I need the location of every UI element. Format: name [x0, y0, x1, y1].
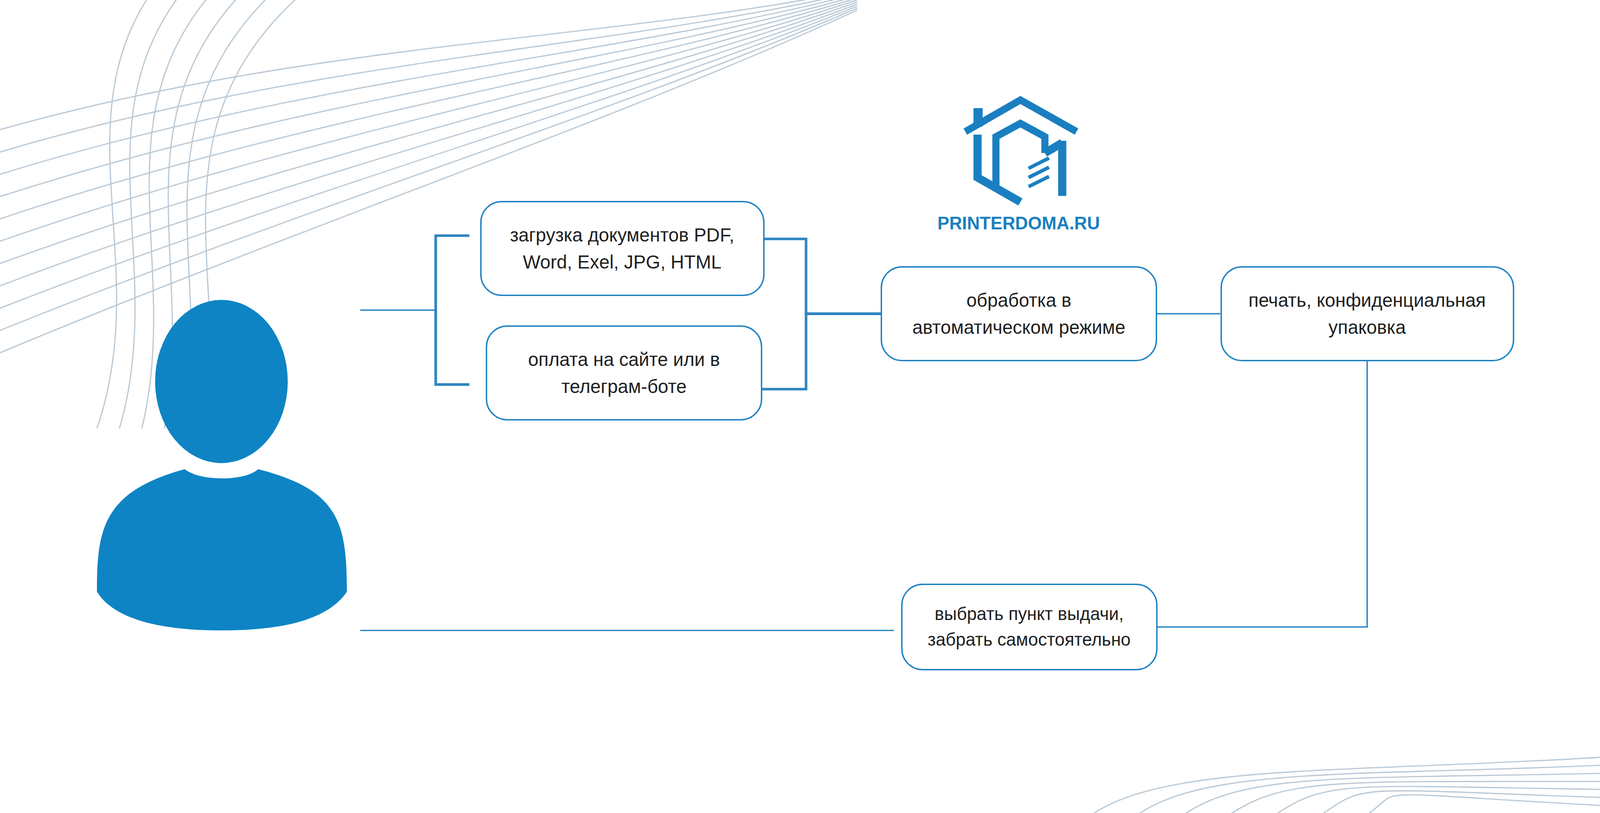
box-text: загрузка документов PDF, Word, Exel, JPG…: [496, 221, 749, 276]
person-icon: [96, 299, 347, 631]
left-bracket: [435, 235, 470, 385]
decor-curve: [1089, 757, 1600, 813]
box-text: выбрать пункт выдачи, забрать самостояте…: [917, 601, 1142, 653]
process-box: печать, конфиденциальная упаковка: [1220, 266, 1515, 362]
decor-curve: [0, 10, 858, 358]
process-box: оплата на сайте или в телеграм-боте: [485, 325, 763, 421]
decor-curve: [1227, 781, 1600, 813]
logo-icon: [965, 99, 1077, 202]
connector: [762, 313, 881, 390]
connector: [1157, 361, 1368, 628]
decor-curve: [1135, 765, 1600, 813]
brand-label: PRINTERDOMA.RU: [937, 213, 1100, 234]
decor-curve: [0, 0, 858, 200]
decor-curve: [1181, 773, 1600, 813]
process-box: выбрать пункт выдачи, забрать самостояте…: [901, 583, 1158, 671]
decor-curve: [1273, 786, 1600, 813]
decor-curve: [1319, 790, 1600, 813]
person-wire-bottom: [360, 629, 895, 632]
box-text: обработка в автоматическом режиме: [902, 286, 1136, 341]
decor-curve: [0, 6, 858, 312]
person-body: [96, 469, 347, 631]
connector: [1157, 313, 1221, 315]
connector: [764, 239, 882, 314]
decor-curve: [0, 8, 858, 335]
box-text: оплата на сайте или в телеграм-боте: [521, 345, 727, 400]
box-text: печать, конфиденциальная упаковка: [1236, 286, 1498, 341]
logo-stripes: [1028, 158, 1049, 187]
logo-inner-p: [995, 123, 1045, 190]
decor-curve: [1365, 794, 1600, 813]
decor-curve: [96, 0, 153, 429]
person-head: [155, 299, 289, 463]
process-box: обработка в автоматическом режиме: [880, 266, 1158, 362]
process-box: загрузка документов PDF, Word, Exel, JPG…: [480, 200, 765, 297]
logo-chimney: [973, 108, 983, 127]
person-wire-top: [360, 309, 436, 311]
